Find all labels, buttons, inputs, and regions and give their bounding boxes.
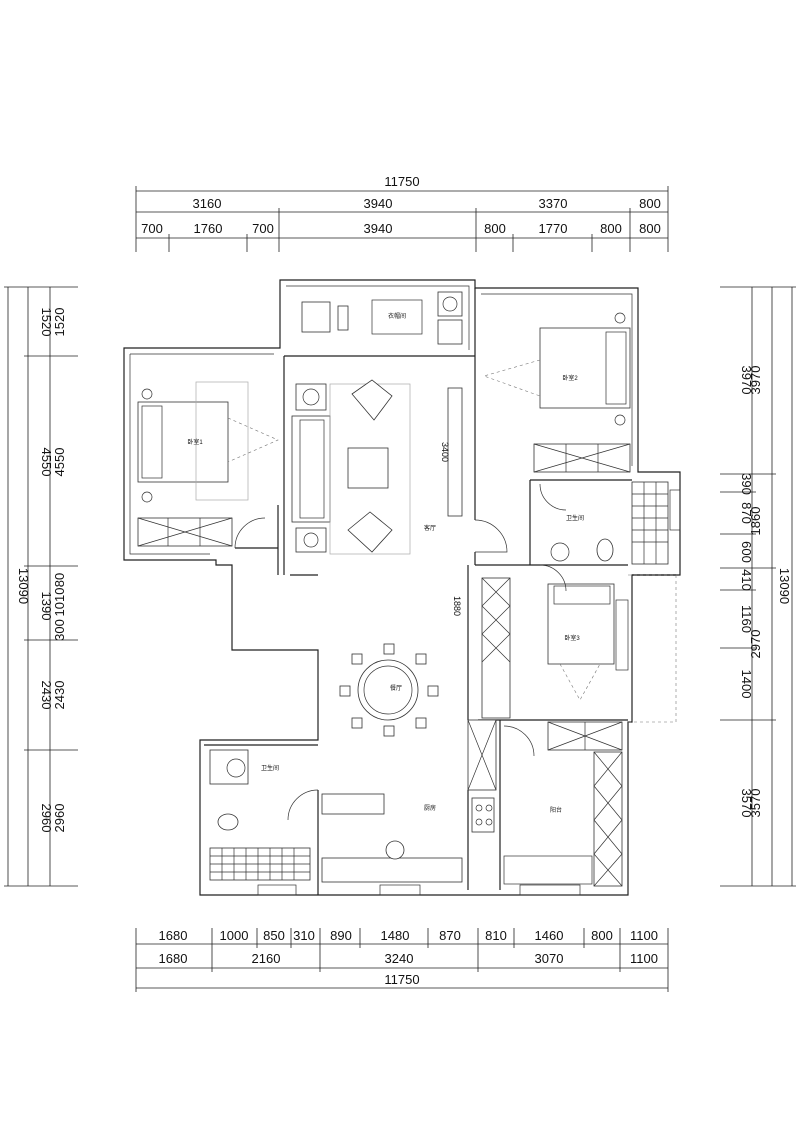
room-label-dining: 餐厅 xyxy=(390,684,402,692)
dim-bot1-i: 1460 xyxy=(535,928,564,943)
dim-bot1-j: 800 xyxy=(591,928,613,943)
room-label-bedroom-2: 卧室2 xyxy=(562,374,578,382)
dim-top2-a: 700 xyxy=(141,221,163,236)
dim-bottom-total: 11750 xyxy=(384,972,419,987)
dim-bot2-a: 1680 xyxy=(159,951,188,966)
bottom-dimensions: 1680 1000 850 310 890 1480 870 810 1460 … xyxy=(135,928,669,992)
dim-left-f: 1520 xyxy=(52,308,67,337)
dim-top2-b: 1760 xyxy=(194,221,223,236)
dim-right-h: 3570 xyxy=(739,789,754,818)
dim-top1-c: 3370 xyxy=(539,196,568,211)
dim-top2-g: 800 xyxy=(600,221,622,236)
dim-top1-b: 3940 xyxy=(364,196,393,211)
right-dimensions: 3970 390 870 600 410 1160 1400 3570 3970… xyxy=(720,286,796,887)
door-swing-icon xyxy=(474,519,508,553)
dim-left-total: 13090 xyxy=(16,568,31,604)
dim-bot2-c: 3240 xyxy=(385,951,414,966)
dim-top2-h: 800 xyxy=(639,221,661,236)
dim-right-d: 600 xyxy=(739,541,754,563)
dim-bot2-d: 3070 xyxy=(535,951,564,966)
dim-top2-e: 800 xyxy=(484,221,506,236)
dim-bot2-e: 1100 xyxy=(630,951,658,966)
dim-bot1-g: 870 xyxy=(439,928,461,943)
dim-top1-a: 3160 xyxy=(193,196,222,211)
dim-right-j: 1860 xyxy=(748,507,763,536)
room-label-kitchen: 厨房 xyxy=(424,804,436,812)
dim-right-i: 3970 xyxy=(748,366,763,395)
left-dimensions: 13090 1520 4550 1390 2430 2960 1520 4550… xyxy=(4,286,78,887)
dim-top2-d: 3940 xyxy=(364,221,393,236)
room-label-balcony: 阳台 xyxy=(550,806,562,814)
toilet-icon xyxy=(596,538,614,562)
room-label-study: 衣帽间 xyxy=(388,312,406,320)
dim-right-a: 3970 xyxy=(739,366,754,395)
dim-left-d: 2430 xyxy=(39,681,54,710)
dim-bot1-b: 1000 xyxy=(220,928,249,943)
dim-bot1-d: 310 xyxy=(293,928,315,943)
dim-top1-d: 800 xyxy=(639,196,661,211)
dim-left-k: 2430 xyxy=(52,681,67,710)
dim-top-total: 11750 xyxy=(384,174,419,189)
dim-left-h: 80 xyxy=(52,573,67,587)
dining-table-icon xyxy=(357,659,419,721)
bed-icon xyxy=(137,401,229,483)
dim-right-l: 3570 xyxy=(748,789,763,818)
room-label-bath-2: 卫生间 xyxy=(566,514,584,522)
stove-icon xyxy=(471,797,495,833)
armchair-icon xyxy=(301,301,331,333)
dim-left-e: 2960 xyxy=(39,804,54,833)
dim-bot1-f: 1480 xyxy=(381,928,410,943)
dim-top2-c: 700 xyxy=(252,221,274,236)
dim-right-total: 13090 xyxy=(777,568,792,604)
walls xyxy=(123,279,681,896)
dim-interior-a: 3400 xyxy=(440,442,450,462)
dim-bot1-k: 1100 xyxy=(630,928,658,943)
dim-left-l: 2960 xyxy=(52,804,67,833)
room-label-bedroom-3: 卧室3 xyxy=(564,634,580,642)
room-label-living: 客厅 xyxy=(424,524,436,532)
top-dimensions: 11750 3160 3940 3370 800 700 1760 700 39… xyxy=(135,174,669,252)
dim-right-f: 1160 xyxy=(739,605,754,633)
sink-icon xyxy=(550,542,570,562)
dim-right-k: 2970 xyxy=(748,630,763,659)
dim-bot1-c: 850 xyxy=(263,928,285,943)
dim-left-c: 1390 xyxy=(39,592,54,621)
dim-bot2-b: 2160 xyxy=(252,951,281,966)
dim-left-i: 1010 xyxy=(52,588,67,617)
furniture: 卧室1 衣帽间 客厅 3400 卧室2 xyxy=(137,291,669,887)
dim-left-j: 300 xyxy=(52,619,67,641)
ceiling-fan-icon xyxy=(141,388,153,400)
dim-interior-b: 1880 xyxy=(452,596,462,616)
dim-right-b: 390 xyxy=(739,473,754,495)
dim-right-e: 410 xyxy=(739,569,754,591)
dim-left-g: 4550 xyxy=(52,448,67,477)
dim-bot1-e: 890 xyxy=(330,928,352,943)
room-label-bedroom-master: 卧室1 xyxy=(187,438,203,446)
dim-bot1-h: 810 xyxy=(485,928,507,943)
dim-bot1-a: 1680 xyxy=(159,928,188,943)
room-label-bath-main: 卫生间 xyxy=(261,764,279,772)
dim-top2-f: 1770 xyxy=(539,221,568,236)
dim-left-a: 1520 xyxy=(39,308,54,337)
dim-left-b: 4550 xyxy=(39,448,54,477)
dim-right-c: 870 xyxy=(739,502,754,524)
dim-right-g: 1400 xyxy=(739,670,754,699)
